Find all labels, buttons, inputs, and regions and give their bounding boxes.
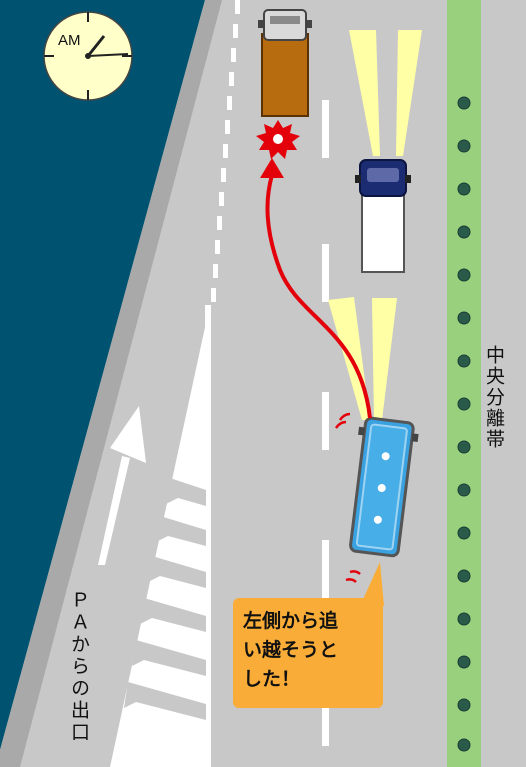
callout-bubble (233, 562, 384, 708)
bus-trajectory-arrow (260, 158, 372, 419)
clock-am-label: AM (58, 32, 81, 49)
median-shrubs (457, 96, 471, 752)
collision-burst-icon (256, 120, 300, 159)
direction-arrow (98, 406, 146, 565)
road-shoulder (0, 0, 222, 767)
median-strip (447, 0, 481, 767)
bus-vehicle (349, 416, 419, 558)
lane-center-dashes (322, 100, 329, 746)
truck-vehicle (258, 9, 312, 117)
clock-icon (43, 11, 133, 101)
turn-signal-marks (334, 412, 361, 583)
median-label: 中央分離帯 (483, 345, 505, 450)
pa-exit-label: ＰＡからの出口 (68, 590, 90, 744)
callout-text: 左側から追 い越そうと した！ (243, 610, 339, 690)
lane-edge-dashes (211, 0, 240, 302)
white-van-vehicle (355, 159, 411, 273)
gore-chevrons (124, 478, 206, 720)
